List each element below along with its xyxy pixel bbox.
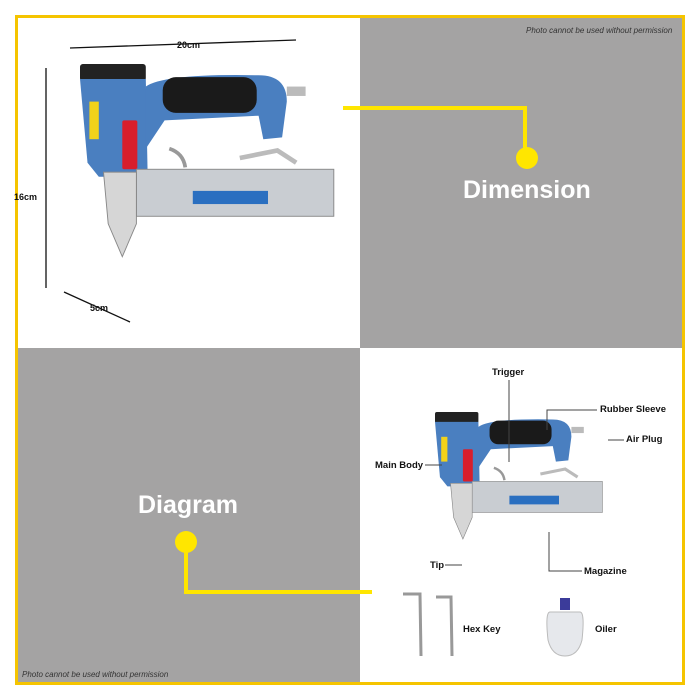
diagram-callout-line [184,542,372,594]
diagram-title-panel [18,348,360,682]
label-main-body: Main Body [375,460,424,471]
dimension-callout-line [343,106,527,158]
label-hex-key: Hex Key [463,624,501,635]
dimension-callout-dot [516,147,538,169]
label-oiler: Oiler [595,624,617,635]
watermark-top: Photo cannot be used without permission [526,26,673,35]
width-arrow [69,39,297,49]
nail-gun-diagram-photo [433,410,604,541]
watermark-bottom: Photo cannot be used without permission [22,670,169,679]
width-label: 20cm [177,40,201,50]
diagram-callout-dot [175,531,197,553]
label-rubber-sleeve: Rubber Sleeve [600,404,666,415]
height-label: 16cm [14,192,38,202]
depth-arrow [63,291,131,323]
label-magazine: Magazine [584,566,627,577]
label-trigger: Trigger [492,367,525,378]
dimension-title-panel [360,18,682,348]
label-tip: Tip [430,560,445,571]
nail-gun-photo [80,64,334,257]
diagram-title: Diagram [138,491,239,519]
oiler-bottle-icon [546,598,584,657]
yellow-frame [15,15,685,685]
diagram-photo-panel [360,348,682,682]
hex-key-icon [403,592,454,657]
label-air-plug: Air Plug [626,434,663,445]
dimension-title: Dimension [463,176,591,204]
leader-lines [425,380,624,572]
depth-label: 5cm [90,303,109,313]
